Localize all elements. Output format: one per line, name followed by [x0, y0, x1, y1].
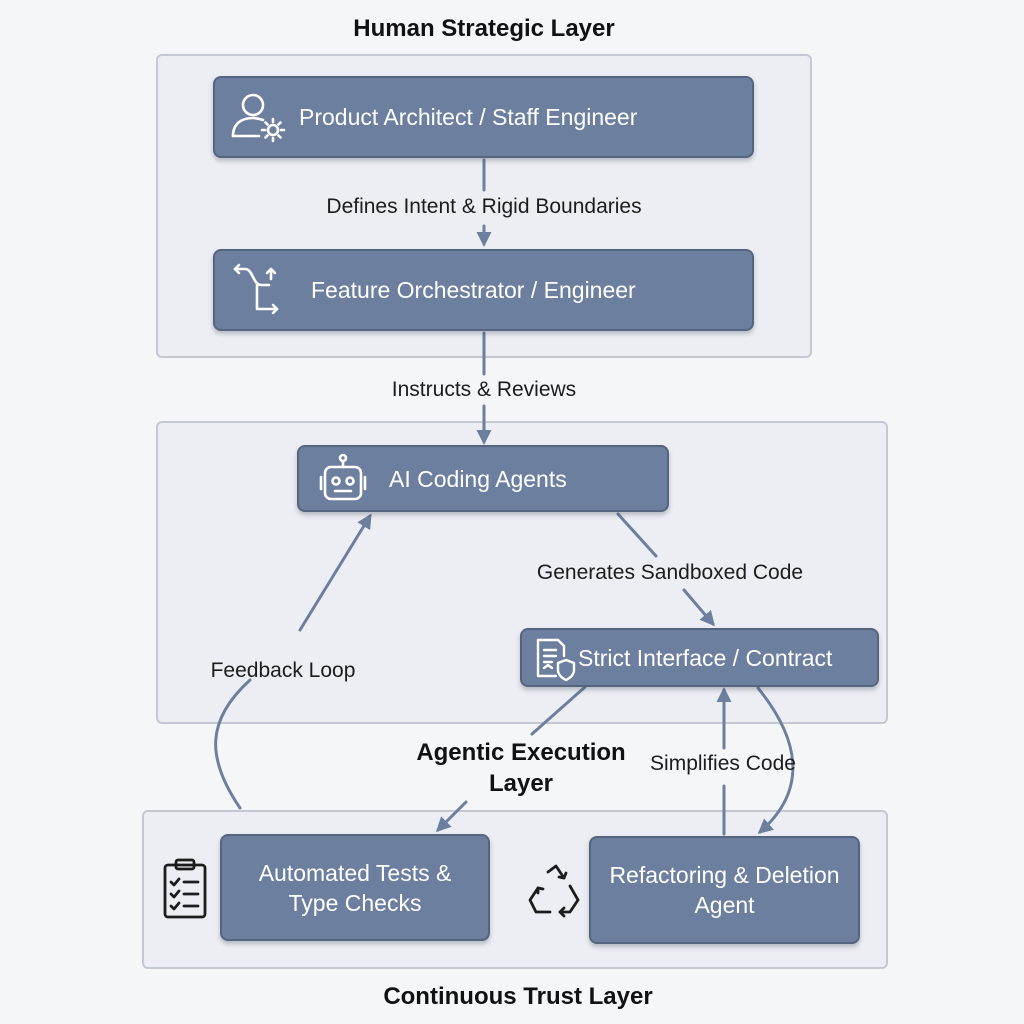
product-architect-node[interactable]: Product Architect / Staff Engineer: [213, 76, 754, 158]
product-architect-label: Product Architect / Staff Engineer: [299, 104, 638, 130]
user-gear-icon: [229, 90, 289, 153]
agentic-execution-layer-title: Agentic Execution Layer: [416, 739, 626, 797]
strict-interface-node[interactable]: Strict Interface / Contract: [520, 628, 879, 687]
strict-interface-label: Strict Interface / Contract: [578, 644, 833, 671]
continuous-trust-layer-title: Continuous Trust Layer: [383, 983, 653, 1010]
branching-arrows-icon: [229, 263, 285, 326]
human-strategic-layer-title: Human Strategic Layer: [353, 15, 615, 42]
edge-label-defines: Defines Intent & Rigid Boundaries: [326, 195, 642, 218]
edge-label-feedback: Feedback Loop: [210, 659, 356, 682]
feature-orchestrator-node[interactable]: Feature Orchestrator / Engineer: [213, 249, 754, 331]
robot-icon: [315, 453, 371, 514]
feature-orchestrator-label: Feature Orchestrator / Engineer: [311, 277, 636, 303]
refactoring-agent-node[interactable]: Refactoring & Deletion Agent: [589, 836, 860, 944]
recycle-icon: [526, 862, 586, 925]
edge-label-simplifies: Simplifies Code: [650, 752, 796, 775]
clipboard-checklist-icon: [160, 857, 210, 926]
edge-label-generates: Generates Sandboxed Code: [536, 561, 804, 584]
ai-coding-agents-label: AI Coding Agents: [389, 465, 567, 492]
document-shield-icon: [534, 636, 578, 689]
refactoring-agent-label: Refactoring & Deletion Agent: [609, 862, 840, 918]
ai-coding-agents-node[interactable]: AI Coding Agents: [297, 445, 669, 512]
edge-label-instructs: Instructs & Reviews: [391, 378, 577, 401]
automated-tests-label: Automated Tests & Type Checks: [258, 859, 452, 916]
automated-tests-node[interactable]: Automated Tests & Type Checks: [220, 834, 490, 941]
